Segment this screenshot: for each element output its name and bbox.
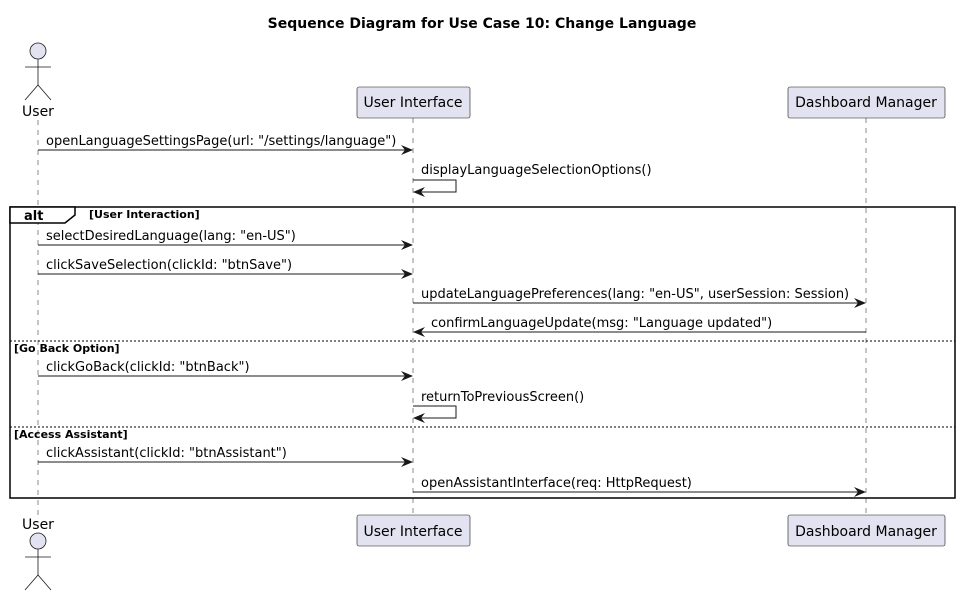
alt-frame-border	[9, 206, 956, 499]
message-arrow	[413, 179, 457, 197]
participant-dashboard-manager-top: Dashboard Manager	[787, 86, 946, 119]
message-select-desired-language: selectDesiredLanguage(lang: "en-US")	[38, 229, 413, 250]
participant-label: Dashboard Manager	[795, 524, 937, 540]
guard-access-assistant: [Access Assistant]	[14, 428, 128, 441]
actor-leg-right	[37, 574, 52, 591]
message-label: clickSaveSelection(clickId: "btnSave")	[46, 258, 292, 273]
actor-user-bottom: User	[22, 517, 54, 591]
actor-leg-left	[24, 574, 39, 591]
message-confirm-language-update: confirmLanguageUpdate(msg: "Language upd…	[413, 316, 866, 337]
actor-head	[29, 532, 47, 550]
message-update-language-preferences: updateLanguagePreferences(lang: "en-US",…	[413, 287, 866, 308]
message-arrow	[413, 405, 457, 423]
actor-label: User	[22, 517, 54, 533]
diagram-title: Sequence Diagram for Use Case 10: Change…	[268, 16, 697, 32]
guard-user-interaction: [User Interaction]	[89, 208, 200, 221]
message-label: displayLanguageSelectionOptions()	[421, 163, 652, 178]
alt-frame-tab	[9, 206, 76, 224]
actor-head	[29, 42, 47, 60]
actor-user-top: User	[22, 42, 54, 120]
alt-keyword: alt	[24, 209, 43, 224]
alt-frame: alt [User Interaction] [Go Back Option] …	[9, 206, 956, 499]
message-click-assistant: clickAssistant(clickId: "btnAssistant")	[38, 446, 413, 467]
participant-label: User Interface	[363, 524, 462, 540]
message-label: clickGoBack(clickId: "btnBack")	[46, 360, 250, 375]
message-label: updateLanguagePreferences(lang: "en-US",…	[421, 287, 849, 302]
message-return-to-previous-screen: returnToPreviousScreen()	[413, 390, 584, 423]
participant-label: User Interface	[363, 95, 462, 111]
message-display-language-options: displayLanguageSelectionOptions()	[413, 163, 652, 197]
message-label: returnToPreviousScreen()	[421, 390, 584, 405]
participant-dashboard-manager-bottom: Dashboard Manager	[787, 514, 946, 547]
actor-label: User	[22, 104, 54, 120]
message-click-go-back: clickGoBack(clickId: "btnBack")	[38, 360, 413, 381]
participant-user-interface-bottom: User Interface	[356, 514, 471, 547]
message-open-language-settings: openLanguageSettingsPage(url: "/settings…	[38, 134, 413, 155]
message-label: openAssistantInterface(req: HttpRequest)	[421, 476, 692, 491]
message-click-save-selection: clickSaveSelection(clickId: "btnSave")	[38, 258, 413, 279]
participant-label: Dashboard Manager	[795, 95, 937, 111]
participant-user-interface-top: User Interface	[356, 86, 471, 119]
message-label: confirmLanguageUpdate(msg: "Language upd…	[431, 316, 772, 331]
actor-leg-right	[37, 84, 52, 101]
message-label: clickAssistant(clickId: "btnAssistant")	[46, 446, 287, 461]
participant-box	[787, 514, 946, 547]
message-open-assistant-interface: openAssistantInterface(req: HttpRequest)	[413, 476, 866, 497]
actor-leg-left	[24, 84, 39, 101]
message-label: openLanguageSettingsPage(url: "/settings…	[46, 134, 396, 149]
participant-box	[356, 86, 471, 119]
participant-box	[787, 86, 946, 119]
participant-box	[356, 514, 471, 547]
message-label: selectDesiredLanguage(lang: "en-US")	[46, 229, 296, 244]
guard-go-back-option: [Go Back Option]	[14, 342, 120, 355]
